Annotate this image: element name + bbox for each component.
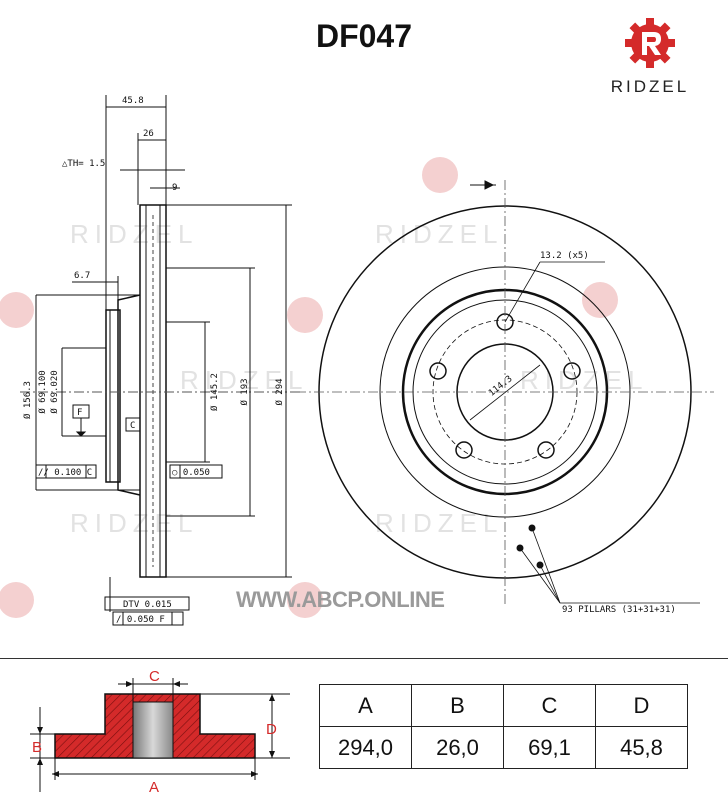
brand-logo: RIDZEL (605, 16, 695, 97)
svg-text:RIDZEL: RIDZEL (70, 508, 198, 538)
table-header-cell: B (411, 684, 504, 727)
legend-label-a: A (149, 779, 159, 796)
table-cell: 45,8 (595, 726, 688, 769)
front-view-labels: 13.2 (x5) 114.3 93 PILLARS (31+31+31) (487, 251, 676, 615)
svg-text:9: 9 (172, 183, 177, 193)
table-header-cell: C (503, 684, 596, 727)
table-header-cell: D (595, 684, 688, 727)
table-header-cell: A (319, 684, 412, 727)
svg-text:F: F (77, 408, 82, 418)
svg-text:Ø 294: Ø 294 (274, 378, 285, 405)
svg-text:/ 0.050 F: / 0.050 F (116, 615, 165, 625)
table-cell: 26,0 (411, 726, 504, 769)
svg-text:RIDZEL: RIDZEL (375, 508, 503, 538)
svg-text:Ø 193: Ø 193 (239, 378, 250, 405)
svg-text:Ø 69.020: Ø 69.020 (49, 370, 60, 413)
technical-drawing: RIDZEL RIDZEL RIDZEL RIDZEL RIDZEL RIDZE… (0, 95, 714, 626)
svg-text:6.7: 6.7 (74, 271, 90, 281)
svg-text:26: 26 (143, 129, 154, 139)
side-view (20, 95, 300, 626)
svg-text:RIDZEL: RIDZEL (375, 219, 503, 249)
specs-table: A B C D 294,0 26,0 69,1 45,8 (319, 684, 688, 769)
watermark: RIDZEL RIDZEL RIDZEL RIDZEL RIDZEL RIDZE… (0, 157, 648, 618)
table-header-row: A B C D (319, 684, 688, 727)
svg-text:Ø 69.100: Ø 69.100 (37, 370, 48, 413)
svg-text:93 PILLARS (31+31+31): 93 PILLARS (31+31+31) (562, 605, 676, 615)
svg-text:C: C (130, 421, 135, 431)
svg-text:Ø 145.2: Ø 145.2 (209, 373, 220, 411)
side-view-labels: 45.8 26 △TH= 1.5 9 6.7 Ø 156.3 Ø 69.100 … (22, 96, 285, 625)
legend-label-c: C (149, 668, 160, 685)
svg-text:DTV 0.015: DTV 0.015 (123, 600, 172, 610)
svg-text:45.8: 45.8 (122, 96, 144, 106)
legend-label-d: D (266, 721, 277, 738)
legend-label-b: B (32, 739, 42, 756)
table-cell: 294,0 (319, 726, 412, 769)
svg-text:RIDZEL: RIDZEL (520, 365, 648, 395)
svg-text:RIDZEL: RIDZEL (180, 365, 308, 395)
svg-text:114.3: 114.3 (487, 374, 515, 399)
website-watermark: WWW.ABCP.ONLINE (236, 587, 445, 612)
table-cell: 69,1 (503, 726, 596, 769)
table-row: 294,0 26,0 69,1 45,8 (319, 726, 688, 769)
svg-text:13.2 (x5): 13.2 (x5) (540, 251, 589, 261)
section-divider (0, 658, 728, 659)
svg-text:// 0.100 C: // 0.100 C (38, 468, 92, 478)
cross-section-diagram: C A B D (30, 668, 290, 796)
svg-text:△TH= 1.5: △TH= 1.5 (62, 159, 105, 169)
svg-text:RIDZEL: RIDZEL (70, 219, 198, 249)
svg-text:Ø 156.3: Ø 156.3 (22, 381, 33, 419)
brand-name: RIDZEL (610, 77, 690, 96)
gear-icon (625, 18, 675, 68)
svg-text:○ 0.050: ○ 0.050 (172, 468, 210, 478)
front-view (296, 180, 714, 604)
part-number-title: DF047 (315, 18, 413, 54)
